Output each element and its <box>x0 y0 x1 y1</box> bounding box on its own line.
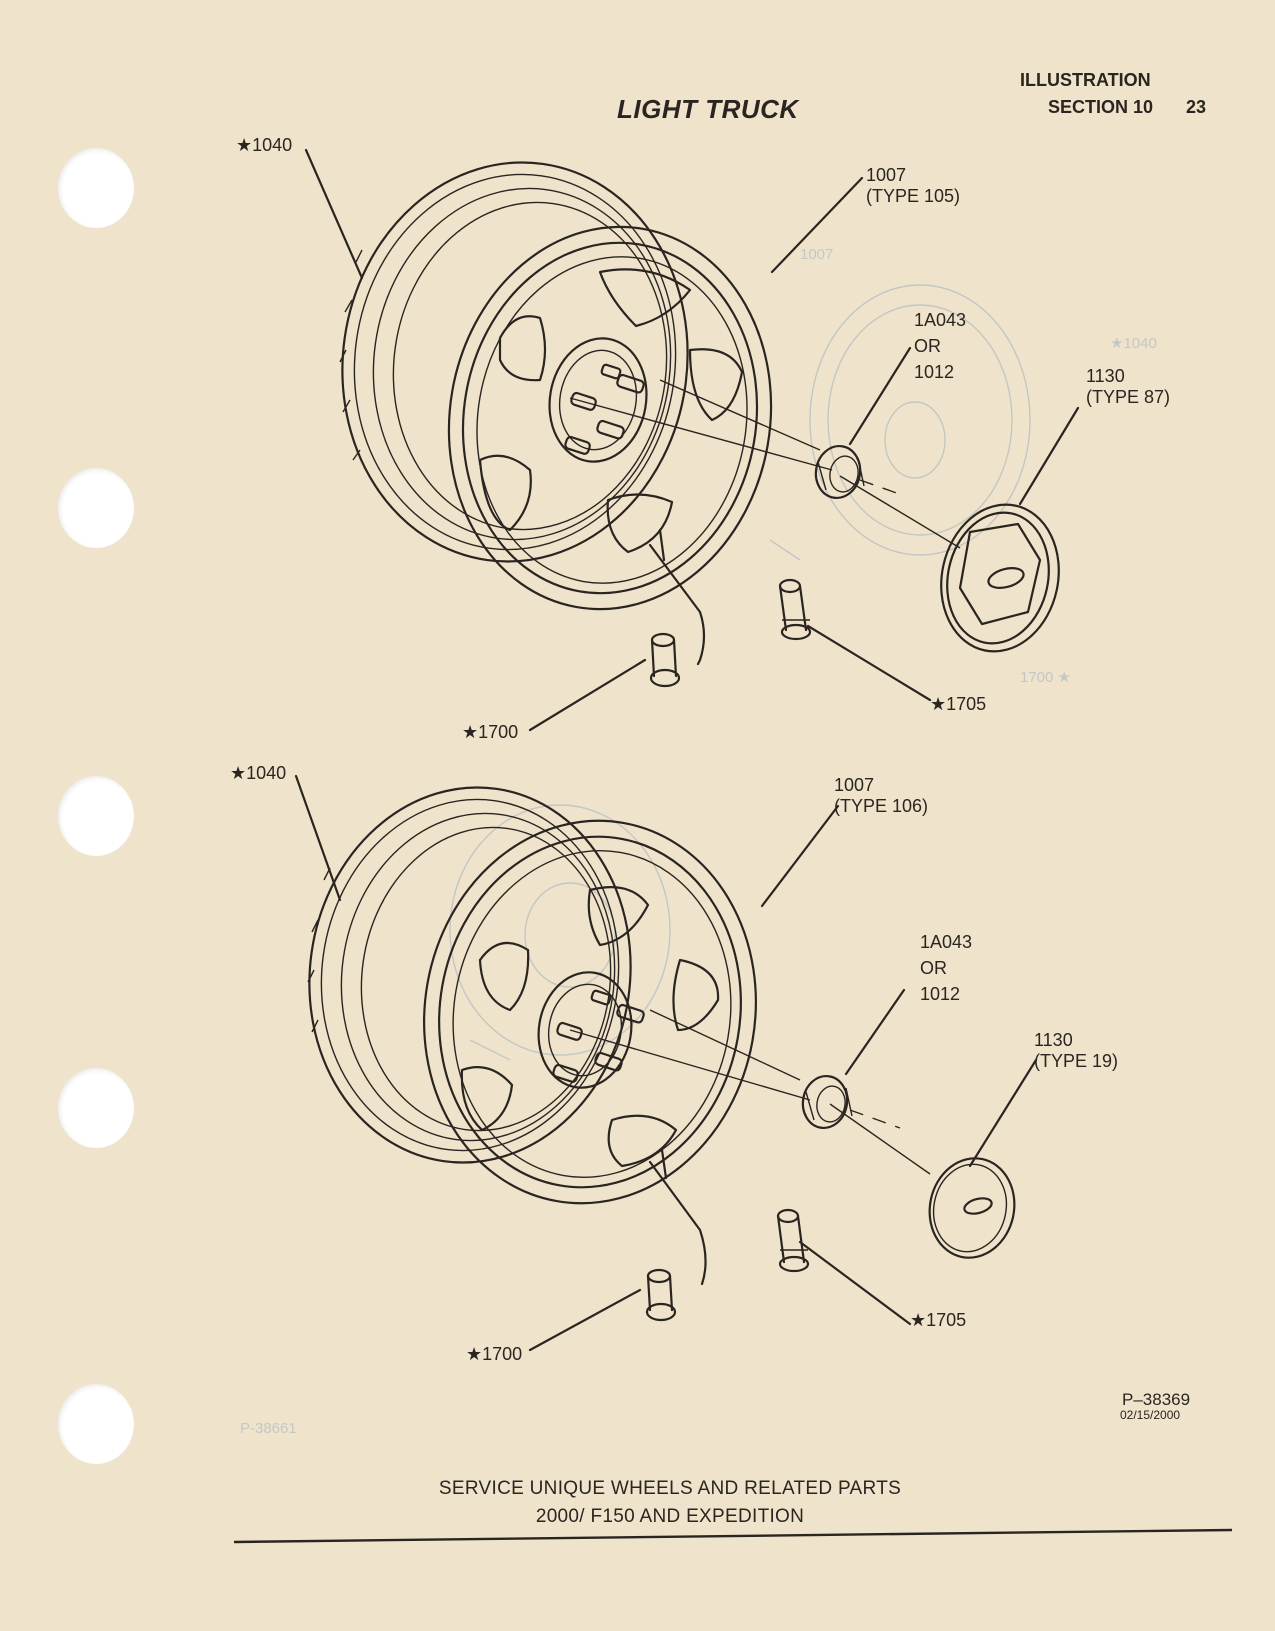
callout-nut-bottom-2: OR <box>920 958 947 978</box>
header-illustration: ILLUSTRATION <box>1020 70 1151 90</box>
callout-nut-top-2: OR <box>914 336 941 356</box>
bleed-through-text: P-38661 <box>240 1420 297 1437</box>
top-lug-nut <box>814 445 865 499</box>
callout-wheel-bottom-part: 1007 <box>834 775 875 795</box>
top-valve-stem <box>648 528 812 666</box>
top-tire <box>339 161 689 563</box>
top-wheel-assembly <box>304 148 1080 732</box>
page-title: LIGHT TRUCK <box>617 94 799 124</box>
binder-hole <box>58 1384 134 1464</box>
callout-weight-bottom: ★1700 <box>466 1344 523 1364</box>
callout-nut-bottom-3: 1012 <box>920 984 961 1004</box>
bottom-wheel-assembly <box>294 774 1038 1352</box>
callout-valve-top: ★1705 <box>930 694 987 714</box>
top-wheel-weight <box>649 632 681 688</box>
caption-line-2: 2000/ F150 AND EXPEDITION <box>535 1506 805 1527</box>
drawing-date: 02/15/2000 <box>1120 1408 1181 1422</box>
callout-cap-bottom-type: (TYPE 19) <box>1034 1051 1119 1071</box>
callout-cap-top-type: (TYPE 87) <box>1086 387 1171 407</box>
callout-valve-bottom: ★1705 <box>910 1310 967 1330</box>
top-wheel <box>447 225 773 611</box>
bleed-through-text: ★1040 <box>1110 335 1157 352</box>
callout-cap-bottom-part: 1130 <box>1034 1030 1073 1050</box>
binder-hole <box>58 1068 134 1148</box>
callout-wheel-top-part: 1007 <box>866 165 907 185</box>
header-section: SECTION 10 <box>1048 97 1154 117</box>
bottom-tire <box>307 786 632 1164</box>
footer-rule <box>233 1528 1233 1544</box>
drawing-reference: P–38369 <box>1122 1390 1191 1409</box>
top-center-cap <box>940 503 1060 653</box>
callout-tire-bottom: ★1040 <box>230 763 287 783</box>
bottom-wheel-weight <box>645 1268 677 1322</box>
callout-tire-top: ★1040 <box>236 135 293 155</box>
callout-wheel-top-type: (TYPE 105) <box>866 186 961 206</box>
bottom-leader-lines <box>294 774 1038 1352</box>
callout-nut-bottom-1: 1A043 <box>920 932 973 952</box>
callout-nut-top-3: 1012 <box>914 362 955 382</box>
bottom-center-cap <box>928 1157 1016 1259</box>
binder-hole <box>58 468 134 548</box>
bottom-lug-nut <box>801 1075 853 1129</box>
bleed-through-text: 1700 ★ <box>1020 669 1071 686</box>
bottom-valve-stem <box>648 1148 810 1286</box>
bleed-through-drawing <box>449 284 1031 1061</box>
callout-weight-top: ★1700 <box>462 722 519 742</box>
binder-hole <box>58 148 134 228</box>
bottom-wheel <box>423 819 757 1205</box>
caption-line-1: SERVICE UNIQUE WHEELS AND RELATED PARTS <box>438 1478 902 1499</box>
bleed-through-text: 1007 <box>800 246 834 263</box>
page-number: 23 <box>1186 97 1207 117</box>
top-leader-lines <box>304 148 1080 732</box>
callout-wheel-bottom-type: (TYPE 106) <box>834 796 929 816</box>
binder-hole <box>58 776 134 856</box>
callout-nut-top-1: 1A043 <box>914 310 967 330</box>
callout-cap-top-part: 1130 <box>1086 366 1125 386</box>
